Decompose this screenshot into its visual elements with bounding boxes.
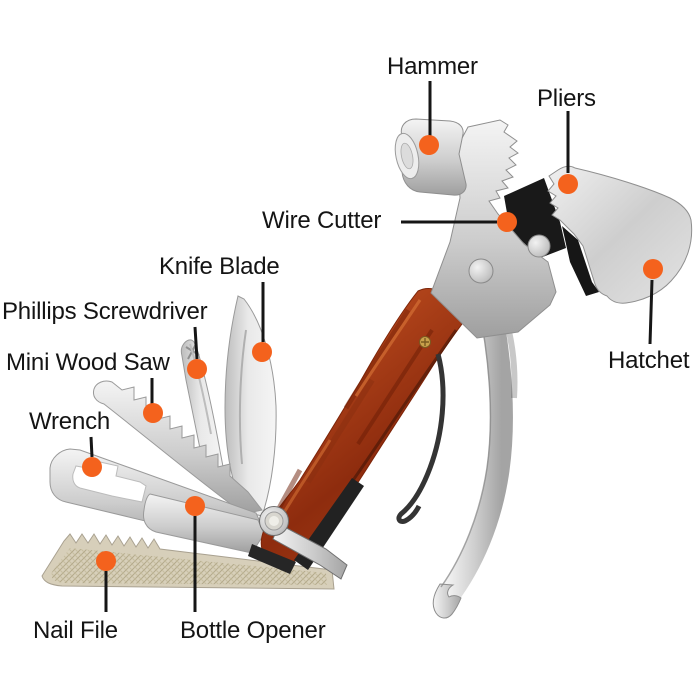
- pivot-washer: [259, 506, 289, 536]
- mini-wood-saw-shape: [93, 380, 263, 515]
- hammer-dot: [419, 135, 439, 155]
- bottle-opener-dot: [185, 496, 205, 516]
- phillips-line: [193, 326, 199, 360]
- label-pliers: Pliers: [537, 85, 596, 112]
- knife-blade-dot: [252, 342, 272, 362]
- pivot-shadow: [248, 544, 296, 574]
- label-phillips-screwdriver: Phillips Screwdriver: [2, 298, 208, 325]
- annotation-dots: [82, 135, 663, 571]
- wood-handle: [260, 288, 463, 564]
- label-mini-wood-saw: Mini Wood Saw: [6, 349, 170, 376]
- bottle-opener-shape: [143, 493, 265, 554]
- phillips-dot: [187, 359, 207, 379]
- hammer-head-shape: [400, 118, 467, 196]
- pliers-dot: [558, 174, 578, 194]
- pocket-clip-shape: [396, 353, 446, 524]
- label-hammer: Hammer: [387, 53, 478, 80]
- label-wrench: Wrench: [29, 408, 111, 435]
- grip-handle: [432, 299, 518, 619]
- wood-handle-shape: [260, 288, 463, 564]
- hatchet-dot: [643, 259, 663, 279]
- lever-shape: [272, 523, 348, 580]
- hammer-head: [394, 118, 467, 196]
- pivot-rivet-1: [468, 258, 494, 284]
- fold-out-tools: [41, 295, 335, 590]
- wire-cutter-dot: [497, 212, 517, 232]
- label-nail-file: Nail File: [33, 617, 118, 644]
- label-hatchet: Hatchet: [608, 347, 690, 374]
- nail-file-dot: [96, 551, 116, 571]
- saw-dot: [143, 403, 163, 423]
- wrench-line: [89, 436, 94, 458]
- hatchet-line: [648, 279, 654, 345]
- annotation-lines: [89, 81, 654, 612]
- pivot-rivet-2: [527, 234, 551, 258]
- wrench-dot: [82, 457, 102, 477]
- hatchet-neck-shadow: [562, 226, 599, 296]
- label-wire-cutter: Wire Cutter: [262, 207, 382, 234]
- label-knife-blade: Knife Blade: [159, 253, 280, 280]
- grip-handle-tip: [432, 583, 462, 619]
- label-bottle-opener: Bottle Opener: [180, 617, 326, 644]
